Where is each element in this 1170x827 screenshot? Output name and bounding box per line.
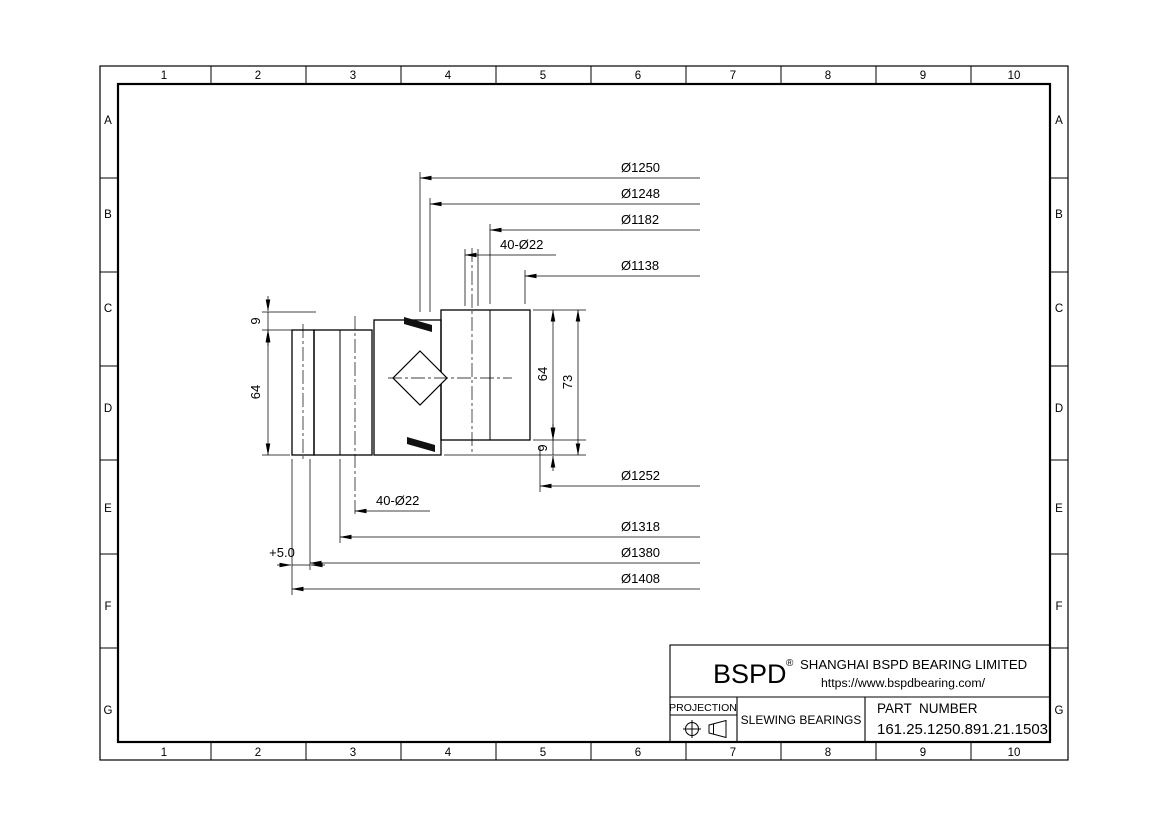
dim-label-holes-top: 40-Ø22 — [500, 237, 543, 252]
company-website: https://www.bspdbearing.com/ — [821, 676, 986, 690]
product-type: SLEWING BEARINGS — [741, 713, 862, 727]
dim-label-1138: Ø1138 — [621, 258, 659, 273]
grid-col-label: 9 — [920, 70, 926, 82]
grid-col-label: 2 — [255, 70, 261, 82]
dim-label-1380: Ø1380 — [621, 545, 660, 560]
inner-ring-section — [313, 329, 373, 456]
dim-label-1408: Ø1408 — [621, 571, 660, 586]
title-block: BSPD ® SHANGHAI BSPD BEARING LIMITED htt… — [669, 644, 1051, 743]
grid-col-label: 1 — [161, 747, 167, 759]
dim-label-gear-offset: +5.0 — [269, 545, 295, 560]
grid-labels: 1 2 3 4 5 6 7 8 9 10 1 2 3 4 5 6 7 8 9 1… — [104, 70, 1064, 759]
grid-col-label: 7 — [730, 70, 736, 82]
grid-row-label: F — [1055, 601, 1062, 613]
dim-label-1182: Ø1182 — [621, 212, 659, 227]
grid-col-label: 8 — [825, 747, 831, 759]
projection-label: PROJECTION — [669, 702, 737, 714]
outer-ring-section — [440, 309, 531, 441]
first-angle-projection-icon — [683, 719, 727, 739]
company-name: SHANGHAI BSPD BEARING LIMITED — [800, 657, 1027, 672]
seal-top — [404, 317, 432, 332]
grid-col-label: 4 — [445, 747, 452, 759]
grid-row-label: D — [1055, 403, 1063, 415]
grid-row-label: A — [1055, 115, 1063, 127]
part-number: 161.25.1250.891.21.1503 — [877, 721, 1048, 738]
frame-ticks-left — [100, 177, 118, 649]
company-logo: BSPD — [713, 659, 787, 689]
dim-label-1318: Ø1318 — [621, 519, 660, 534]
part-number-label: PART NUMBER — [877, 701, 978, 716]
frame-ticks-right — [1050, 177, 1068, 649]
grid-col-label: 5 — [540, 70, 546, 82]
grid-row-label: B — [104, 209, 112, 221]
dim-label-left-9: 9 — [248, 317, 263, 324]
grid-col-label: 6 — [635, 747, 641, 759]
dim-label-1252: Ø1252 — [621, 468, 660, 483]
dimension-labels: Ø1250 Ø1248 Ø1182 40-Ø22 Ø1138 Ø1252 40-… — [248, 160, 660, 586]
registered-mark: ® — [786, 658, 794, 669]
grid-row-label: G — [104, 705, 113, 717]
grid-col-label: 9 — [920, 747, 926, 759]
grid-row-label: B — [1055, 209, 1063, 221]
grid-col-label: 3 — [350, 70, 356, 82]
centerlines — [302, 248, 512, 517]
dimension-lines — [265, 175, 700, 592]
grid-row-label: C — [104, 303, 112, 315]
grid-col-label: 1 — [161, 70, 167, 82]
grid-row-label: E — [104, 503, 112, 515]
grid-col-label: 6 — [635, 70, 641, 82]
dim-label-right-9: 9 — [535, 444, 550, 451]
grid-row-label: G — [1055, 705, 1064, 717]
frame-ticks-bottom — [210, 742, 972, 760]
grid-row-label: A — [104, 115, 112, 127]
grid-col-label: 5 — [540, 747, 546, 759]
dim-label-right-73: 73 — [560, 375, 575, 389]
dim-label-left-64: 64 — [248, 385, 263, 399]
dim-label-holes-bottom: 40-Ø22 — [376, 493, 419, 508]
dim-label-1248: Ø1248 — [621, 186, 660, 201]
grid-col-label: 7 — [730, 747, 736, 759]
sheet-frame — [99, 65, 1069, 761]
grid-col-label: 3 — [350, 747, 356, 759]
grid-col-label: 10 — [1008, 747, 1021, 759]
grid-row-label: C — [1055, 303, 1063, 315]
grid-row-label: F — [104, 601, 111, 613]
grid-col-label: 8 — [825, 70, 831, 82]
bearing-section — [291, 309, 531, 456]
grid-row-label: D — [104, 403, 112, 415]
seal-bottom — [407, 437, 435, 452]
dim-label-right-64: 64 — [535, 367, 550, 381]
dim-label-1250: Ø1250 — [621, 160, 660, 175]
grid-col-label: 4 — [445, 70, 452, 82]
frame-ticks-top — [210, 66, 972, 84]
grid-row-label: E — [1055, 503, 1063, 515]
grid-col-label: 10 — [1008, 70, 1021, 82]
extension-lines — [262, 172, 586, 595]
grid-col-label: 2 — [255, 747, 261, 759]
